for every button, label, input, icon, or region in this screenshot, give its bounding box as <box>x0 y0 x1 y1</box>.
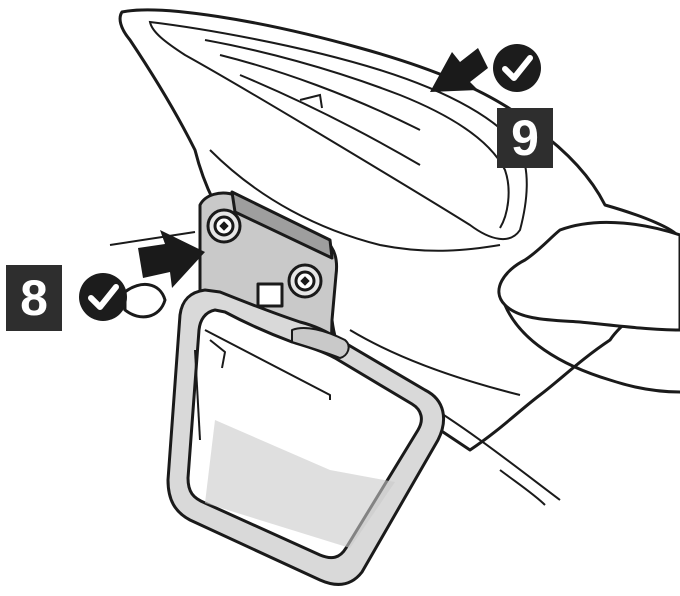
step-number: 9 <box>511 110 539 166</box>
step-number: 8 <box>20 270 48 326</box>
seat <box>497 220 680 394</box>
check-circle-icon <box>493 44 541 92</box>
footrest-stub <box>109 231 196 319</box>
arrow-step-9 <box>430 48 488 92</box>
frame-inner-panel <box>205 420 395 548</box>
arrow-step-8 <box>138 230 205 288</box>
tail-cowl-detail <box>148 20 528 252</box>
tail-fender <box>118 8 680 452</box>
check-circle-icon <box>79 273 127 321</box>
bolt-lower <box>287 263 323 299</box>
step-number-badge: 9 <box>497 108 553 168</box>
bolt-upper <box>206 208 242 244</box>
step-number-badge: 8 <box>6 265 62 331</box>
